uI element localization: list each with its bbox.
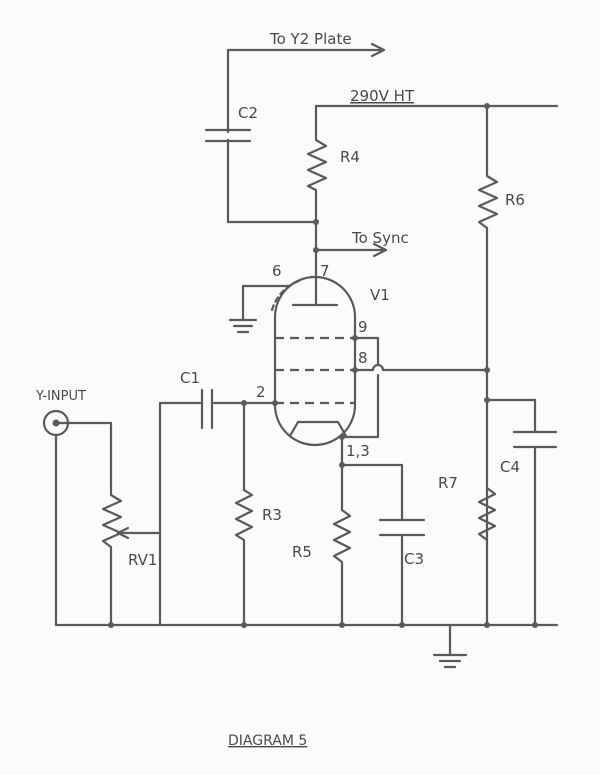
node bbox=[108, 622, 114, 628]
ht-label: 290V HT bbox=[350, 87, 415, 105]
node bbox=[532, 622, 538, 628]
grid-wire bbox=[158, 401, 277, 627]
rv1-label: RV1 bbox=[128, 551, 157, 569]
node bbox=[352, 335, 358, 341]
to-sync-arrow bbox=[314, 242, 388, 258]
pin13-label: 1,3 bbox=[346, 442, 370, 460]
pin7-label: 7 bbox=[320, 262, 330, 280]
c1-capacitor bbox=[200, 388, 214, 430]
c3-label: C3 bbox=[404, 550, 424, 568]
pin9-wire bbox=[340, 336, 380, 439]
node bbox=[339, 622, 345, 628]
node bbox=[339, 434, 345, 440]
c2-branch bbox=[204, 42, 386, 224]
pin6-ground bbox=[228, 284, 292, 334]
pin2-label: 2 bbox=[256, 383, 266, 401]
node bbox=[313, 219, 319, 225]
pin9-label: 9 bbox=[358, 318, 368, 336]
pin8-wire bbox=[353, 363, 489, 372]
c4-label: C4 bbox=[500, 458, 520, 476]
y-input-label: Y-INPUT bbox=[35, 389, 86, 404]
node bbox=[272, 400, 278, 406]
valve-v1 bbox=[270, 275, 357, 447]
rv1-potentiometer bbox=[54, 421, 123, 627]
diagram-title: DIAGRAM 5 bbox=[228, 733, 307, 749]
c2-label: C2 bbox=[238, 104, 258, 122]
node bbox=[352, 367, 358, 373]
to-y2-plate-label: To Y2 Plate bbox=[269, 30, 352, 48]
v1-label: V1 bbox=[370, 286, 390, 304]
r4-resistor bbox=[306, 104, 328, 279]
node bbox=[484, 622, 490, 628]
r5-resistor bbox=[332, 463, 352, 627]
r4-label: R4 bbox=[340, 148, 360, 166]
r6-resistor bbox=[477, 104, 499, 627]
to-sync-label: To Sync bbox=[351, 229, 409, 247]
r7-resistor bbox=[477, 486, 497, 542]
pin8-label: 8 bbox=[358, 349, 368, 367]
pin6-label: 6 bbox=[272, 262, 282, 280]
r3-label: R3 bbox=[262, 506, 282, 524]
arrow-y2-plate bbox=[370, 42, 386, 58]
node bbox=[241, 622, 247, 628]
ground-icon bbox=[432, 623, 468, 669]
c2-capacitor bbox=[204, 128, 252, 143]
c1-label: C1 bbox=[180, 369, 200, 387]
c3-capacitor bbox=[340, 435, 426, 627]
c4-capacitor bbox=[485, 398, 558, 627]
node bbox=[399, 622, 405, 628]
r7-label: R7 bbox=[438, 474, 458, 492]
r3-resistor bbox=[234, 401, 254, 627]
r5-label: R5 bbox=[292, 543, 312, 561]
r6-label: R6 bbox=[505, 191, 525, 209]
rv1-wiper bbox=[116, 526, 162, 540]
